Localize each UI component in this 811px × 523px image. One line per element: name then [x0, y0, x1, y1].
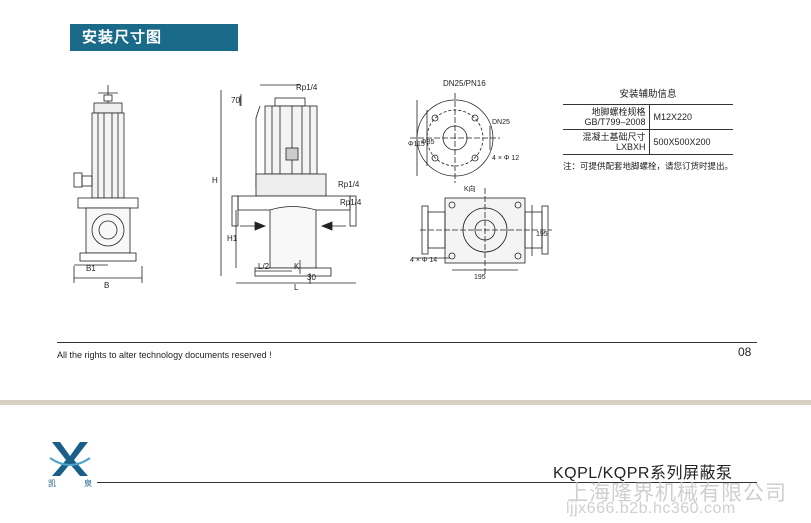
dim-b1: B1: [86, 264, 96, 273]
dim-b: B: [104, 281, 109, 290]
dim-rp-top: Rp1/4: [296, 83, 318, 92]
info-key-line2: LXBXH: [615, 142, 646, 152]
install-info-table: 地脚螺栓规格 GB/T799–2008 M12X220 混凝土基础尺寸 LXBX…: [563, 104, 733, 155]
footer-rule: [57, 342, 757, 343]
pump-side-view: [220, 84, 357, 284]
dim-holes-14: 4 × Φ 14: [410, 257, 437, 264]
dim-phi115: Φ115: [408, 141, 425, 148]
info-value: M12X220: [649, 104, 733, 130]
install-info-panel: 安装辅助信息 地脚螺栓规格 GB/T799–2008 M12X220 混凝土基础…: [563, 86, 733, 172]
section-title: 安装尺寸图: [70, 24, 238, 51]
table-row: 地脚螺栓规格 GB/T799–2008 M12X220: [563, 104, 733, 130]
base-k-view: [412, 188, 552, 276]
dim-l-half: L/2: [258, 262, 270, 271]
watermark-url: ljjx666.b2b.hc360.com: [566, 500, 736, 517]
install-info-title: 安装辅助信息: [619, 89, 677, 100]
flange-label: DN25/PN16: [443, 79, 486, 88]
dim-h1: H1: [227, 234, 238, 243]
dim-rp-mid2: Rp1/4: [340, 198, 362, 207]
company-logo-icon: [48, 438, 92, 488]
dim-dn25: DN25: [492, 119, 510, 126]
dim-rp-mid1: Rp1/4: [338, 180, 360, 189]
pump-front-view: [73, 85, 143, 283]
document-page-bottom: [0, 405, 811, 523]
dim-holes-12: 4 × Φ 12: [492, 155, 519, 162]
page-divider: [0, 400, 811, 405]
table-row: 混凝土基础尺寸 LXBXH 500X500X200: [563, 129, 733, 155]
watermark-company: 上海隆界机械有限公司: [567, 482, 787, 505]
k-view-label: K向: [464, 184, 476, 193]
bottom-rule: [97, 482, 757, 483]
dim-70: 70: [231, 96, 240, 105]
flange-drawing: [410, 93, 500, 183]
dim-30: 30: [307, 273, 316, 282]
info-key-line2: GB/T799–2008: [584, 117, 646, 127]
installation-drawing: Rp1/4 Rp1/4 Rp1/4 H H1 70 B1 B L/2 L K 3…: [60, 78, 760, 293]
drawing-svg: Rp1/4 Rp1/4 Rp1/4 H H1 70 B1 B L/2 L K 3…: [73, 79, 552, 292]
dim-h: H: [212, 176, 218, 185]
dim-phi85: Φ85: [421, 139, 434, 146]
logo-caption: 凯 泉: [48, 478, 92, 489]
dim-195-horizontal: 195: [474, 274, 486, 281]
info-value: 500X500X200: [649, 129, 733, 155]
product-title: KQPL/KQPR系列屏蔽泵: [553, 465, 733, 482]
info-key-line1: 混凝土基础尺寸: [582, 132, 646, 142]
dim-k: K: [294, 262, 300, 271]
logo-char: 凯: [48, 479, 56, 488]
dim-l: L: [294, 283, 299, 292]
page-number: 08: [738, 345, 752, 359]
rights-notice: All the rights to alter technology docum…: [57, 350, 272, 360]
logo-char: 泉: [84, 479, 92, 488]
install-info-note: 注：可提供配套地脚螺栓，请您订货时提出。: [563, 161, 734, 171]
info-key-line1: 地脚螺栓规格: [591, 107, 646, 117]
dim-195-vertical: 195: [536, 231, 548, 238]
